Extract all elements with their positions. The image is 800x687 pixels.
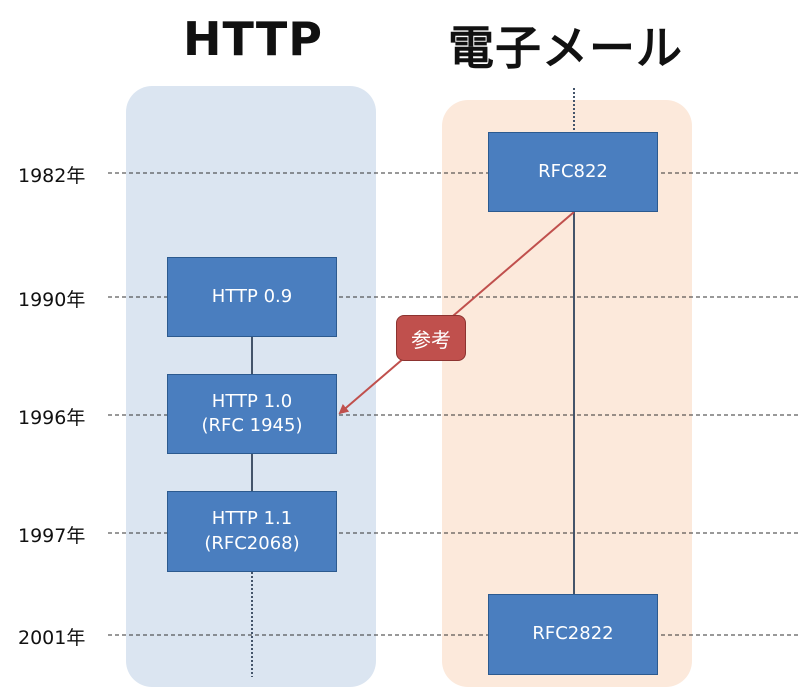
node-sublabel: (RFC2068) (204, 532, 300, 554)
year-label-1996: 1996年 (18, 407, 86, 429)
year-label-1982: 1982年 (18, 165, 86, 187)
year-label-1990: 1990年 (18, 289, 86, 311)
http-column-title: HTTP (183, 12, 324, 66)
rfc822-box: RFC822 (488, 132, 658, 212)
node-label: HTTP 1.1 (211, 508, 293, 530)
http-1-0-box: HTTP 1.0 (RFC 1945) (167, 374, 337, 454)
http-0-9-box: HTTP 0.9 (167, 257, 337, 337)
node-label: HTTP 0.9 (211, 285, 293, 307)
http-1-1-box: HTTP 1.1 (RFC2068) (167, 491, 337, 572)
year-label-2001: 2001年 (18, 627, 86, 649)
reference-arrow (338, 211, 575, 415)
rfc2822-box: RFC2822 (488, 594, 658, 675)
node-sublabel: (RFC 1945) (201, 415, 303, 436)
email-column-title: 電子メール (448, 21, 683, 75)
node-label: RFC2822 (532, 623, 614, 645)
year-label-1997: 1997年 (18, 525, 86, 547)
node-label: HTTP 1.0 (211, 390, 293, 412)
node-label: RFC822 (538, 160, 608, 182)
reference-badge: 参考 (396, 315, 466, 361)
